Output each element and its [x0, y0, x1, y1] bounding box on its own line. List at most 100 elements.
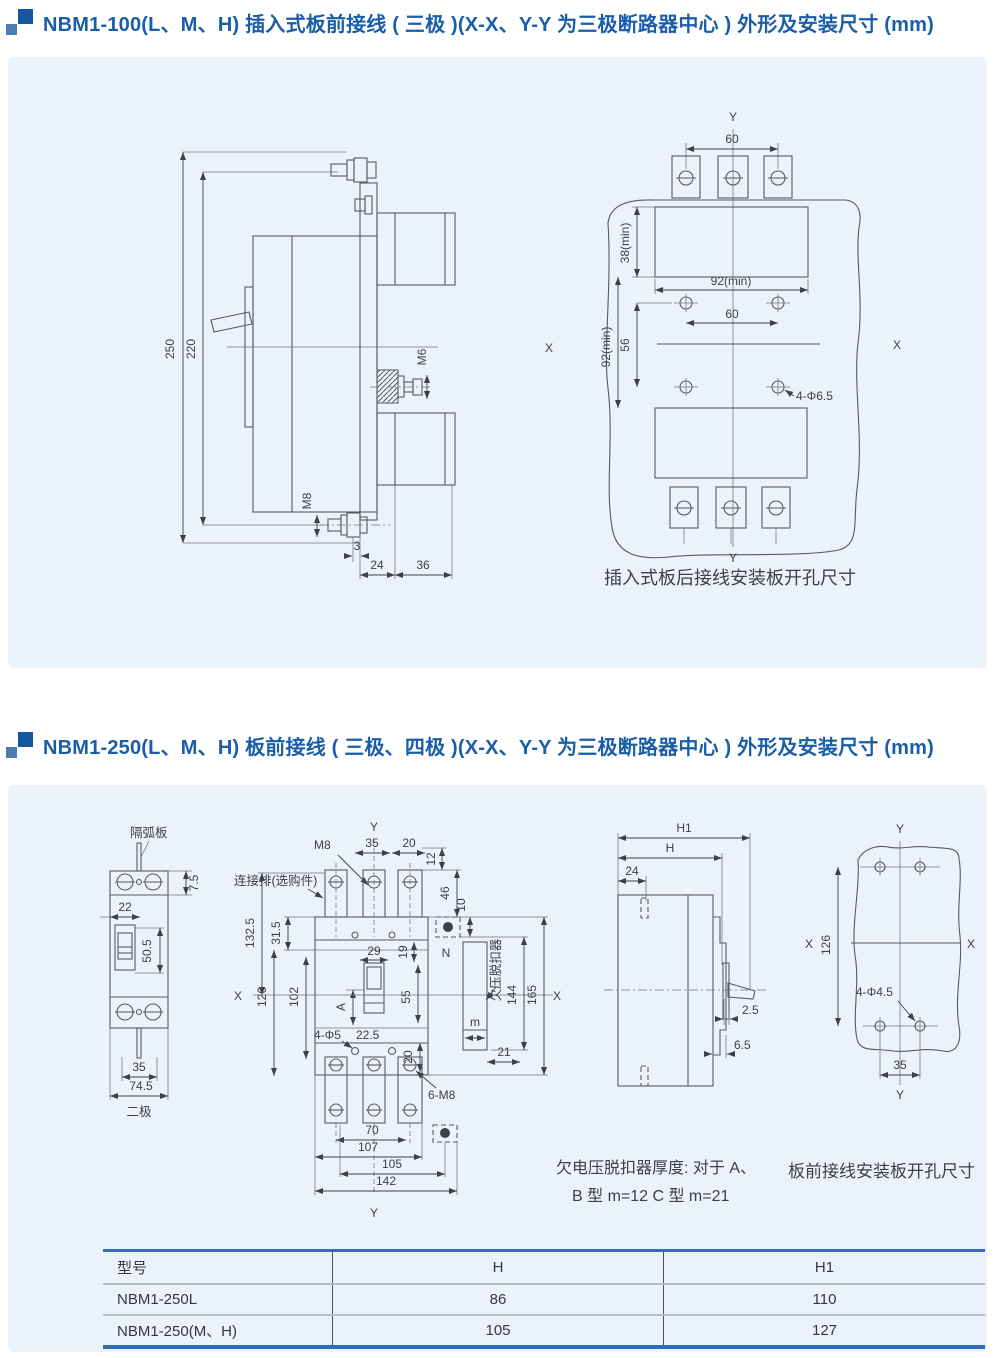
axis-x-label: X: [545, 341, 553, 355]
dim-24-label: 24: [625, 864, 639, 878]
rear-panel-caption: 插入式板后接线安装板开孔尺寸: [604, 568, 856, 588]
holes-4phi5-label: 4-Φ5: [314, 1028, 341, 1042]
dim-56-label: 56: [618, 338, 632, 352]
dim-h-label: H: [666, 841, 675, 855]
nbm1-250-drawings: 隔弧板 7.5 22: [100, 820, 975, 1220]
dim-22-label: 22: [118, 900, 132, 914]
drawing-rear-mount-panel: Y 60 38(min): [599, 110, 901, 588]
h1-cell: 127: [663, 1316, 985, 1345]
small-bolt: [354, 195, 373, 215]
bottom-tab-holes: [328, 1058, 418, 1117]
uv-release-label: 欠压脱扣器: [488, 938, 503, 1001]
dim-142-label: 142: [376, 1174, 396, 1188]
axis-y-bottom-label: Y: [370, 1206, 378, 1220]
dim-38min-label: 38(min): [618, 223, 632, 264]
dim-21-label: 21: [497, 1045, 511, 1059]
drawing-two-pole-front: 隔弧板 7.5 22: [100, 826, 201, 1119]
axis-x-right-label: X: [893, 338, 901, 352]
spec-table: 型号 H H1 NBM1-250L 86 110 NBM1-250(M、H) 1…: [103, 1249, 985, 1349]
section-bullet-icon: [6, 732, 34, 759]
dim-31-5-label: 31.5: [269, 921, 283, 945]
dim-19-label: 19: [396, 945, 410, 959]
top-bolt: [330, 157, 377, 183]
dim-36-label: 36: [416, 558, 430, 572]
dim-132-5-label: 132.5: [243, 918, 257, 948]
dim-2-5-label: 2.5: [742, 1003, 759, 1017]
bolts-6m8-label: 6-M8: [428, 1088, 456, 1102]
axis-y-bottom-label: Y: [729, 551, 737, 565]
dim-6-5-label: 6.5: [734, 1038, 751, 1052]
dim-35-label: 35: [365, 836, 379, 850]
two-pole-caption: 二极: [126, 1105, 152, 1119]
holes-4phi65-label: 4-Φ6.5: [796, 389, 833, 403]
dim-7-5-label: 7.5: [187, 874, 201, 891]
axis-x-left-label: X: [805, 937, 813, 951]
section2-title: NBM1-250(L、M、H) 板前接线 ( 三极、四极 )(X-X、Y-Y 为…: [43, 737, 934, 759]
uv-thickness-note-line1: 欠电压脱扣器厚度: 对于 A、: [556, 1160, 757, 1177]
m6-bolt: M6: [370, 348, 433, 404]
dim-220-label: 220: [184, 339, 198, 359]
dim-m-label: m: [470, 1015, 480, 1029]
axis-x-right-label: X: [553, 989, 561, 1003]
section-bullet-icon: [6, 9, 34, 36]
dim-3-label: 3: [354, 539, 361, 553]
drawing-side-view-plugin: 250 220 X: [163, 151, 553, 579]
bottom-terminal-screws: [115, 1003, 163, 1021]
dim-20-label: 20: [402, 836, 416, 850]
terminal-holes-top: [676, 170, 788, 186]
section1-drawing-panel: 250 220 X: [8, 57, 987, 668]
dim-92min-w-label: 92(min): [711, 274, 752, 288]
dim-12-label: 12: [424, 852, 438, 866]
col-header-h: H: [332, 1252, 663, 1283]
mount-panel-note: 板前接线安装板开孔尺寸: [788, 1162, 975, 1181]
mount-holes-bottom: [674, 378, 790, 396]
busbar-holes: [328, 875, 418, 889]
drawing-front-view: Y M8 35 20 12: [234, 820, 561, 1220]
table-header-row: 型号 H H1: [103, 1252, 985, 1285]
dim-22-5-label: 22.5: [356, 1028, 380, 1042]
dim-24-label: 24: [370, 558, 384, 572]
dim-m8-label: M8: [300, 492, 314, 509]
dim-60-top-label: 60: [725, 132, 739, 146]
dim-h1-label: H1: [676, 821, 692, 835]
dim-250-label: 250: [163, 339, 177, 359]
dim-74-5-label: 74.5: [129, 1079, 153, 1093]
m8-bolt: M8: [300, 492, 390, 538]
dim-60-mid-label: 60: [725, 307, 739, 321]
dim-10-label: 10: [454, 898, 468, 912]
section1-title-row: NBM1-100(L、M、H) 插入式板前接线 ( 三极 )(X-X、Y-Y 为…: [6, 8, 934, 37]
dim-29-label: 29: [367, 944, 381, 958]
dim-a-label: A: [334, 1003, 348, 1011]
model-cell: NBM1-250(M、H): [117, 1323, 238, 1340]
dim-126-label: 126: [819, 935, 833, 955]
nbm1-100-drawings: 250 220 X: [163, 110, 901, 588]
dim-50-5-label: 50.5: [140, 939, 154, 963]
dim-92min-h-label: 92(min): [599, 327, 613, 368]
dim-70-label: 70: [365, 1123, 379, 1137]
dim-107-label: 107: [358, 1140, 378, 1154]
dim-46-label: 46: [438, 886, 452, 900]
n-pole-label: N: [442, 946, 451, 960]
mount-holes-bottom: [874, 1017, 926, 1035]
table-row: NBM1-250L 86 110: [103, 1285, 985, 1316]
arc-plate-label: 隔弧板: [130, 826, 168, 840]
dim-126-label: 126: [255, 987, 269, 1007]
table-row: NBM1-250(M、H) 105 127: [103, 1316, 985, 1345]
dim-m6-label: M6: [415, 348, 429, 365]
uv-thickness-note-line2: B 型 m=12 C 型 m=21: [572, 1188, 730, 1205]
dim-35-label: 35: [893, 1058, 907, 1072]
mount-holes-mid: [674, 294, 790, 312]
h1-cell: 110: [663, 1285, 985, 1314]
axis-y-bottom-label: Y: [896, 1088, 904, 1102]
top-terminal-screws: [115, 873, 163, 891]
section2-drawing-panel: 隔弧板 7.5 22: [8, 785, 987, 1352]
terminal-holes-bottom: [674, 500, 786, 544]
drawing-front-mount-panel: Y 126 X X 4-Φ4.5: [805, 822, 975, 1102]
axis-x-left-label: X: [234, 989, 242, 1003]
h-cell: 105: [332, 1316, 663, 1345]
h-cell: 86: [332, 1285, 663, 1314]
axis-x-right-label: X: [967, 937, 975, 951]
dim-55-label: 55: [399, 990, 413, 1004]
dim-165-label: 165: [525, 985, 539, 1005]
